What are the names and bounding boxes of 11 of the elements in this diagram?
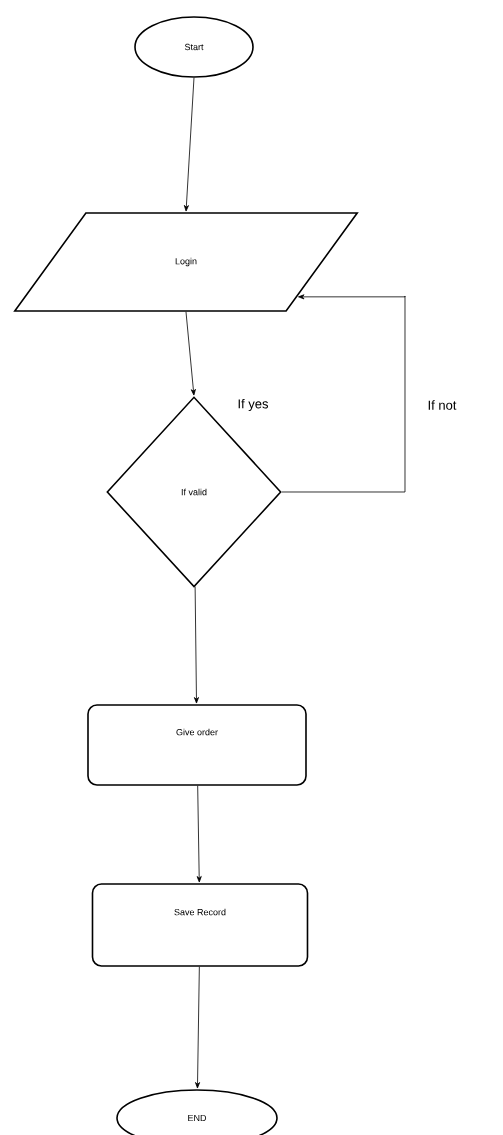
process-box: Give order [87,704,307,786]
process-box: Save Record [91,883,309,967]
arrow [185,311,196,396]
arrow [193,586,199,704]
arrow [183,77,195,212]
arrow [281,294,406,493]
branch-label: If not [428,400,457,410]
input-parallelogram: Login [13,212,359,312]
branch-label: If yes [238,398,269,412]
arrow [195,966,201,1089]
arrow [196,785,202,883]
